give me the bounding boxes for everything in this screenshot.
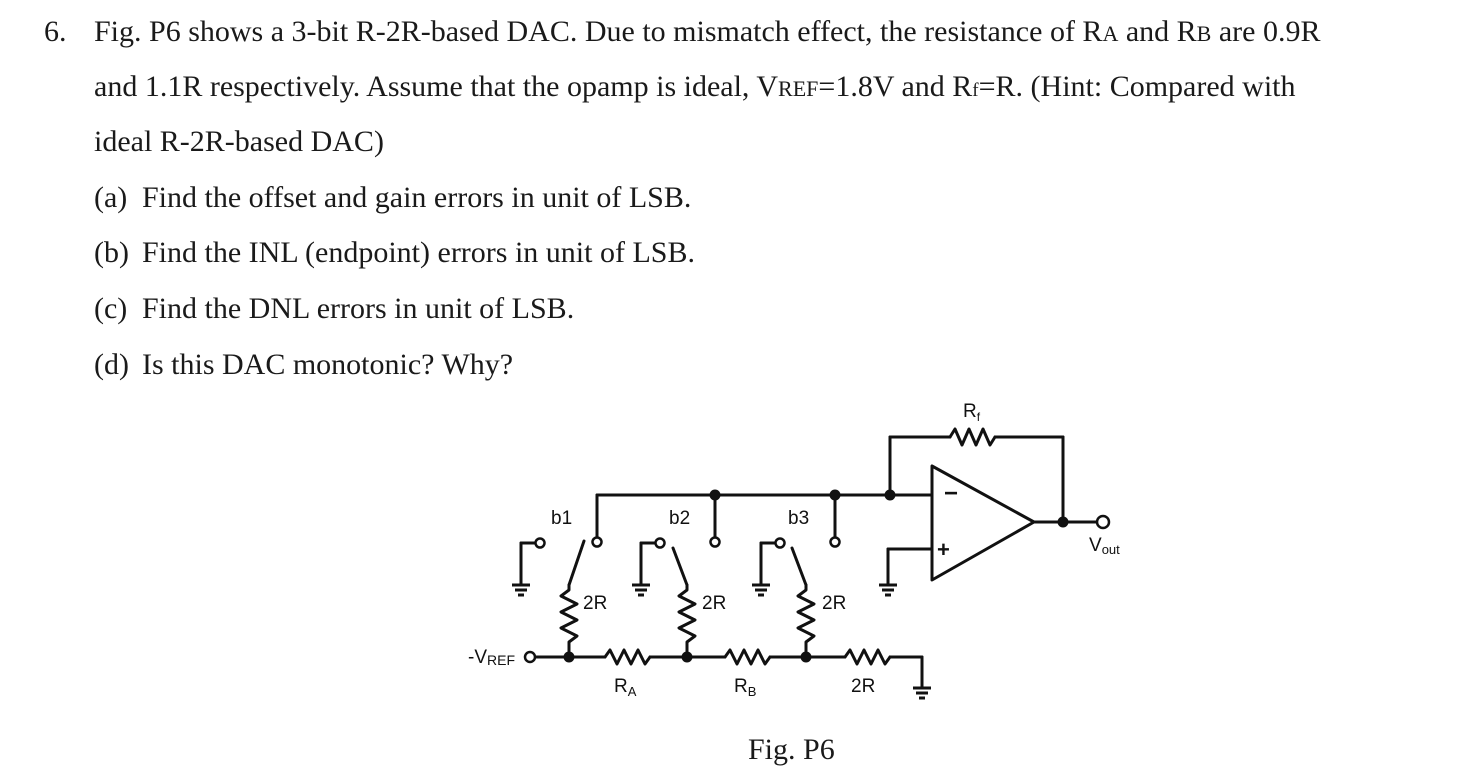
subscript-ref: REF (778, 76, 819, 101)
resistor-2r-3 (796, 583, 816, 659)
junction-dot (1057, 516, 1069, 528)
junction-dot (681, 651, 693, 663)
text: ideal R-2R-based DAC) (94, 125, 384, 158)
junction-dot (709, 489, 721, 501)
question-label: (b) (94, 236, 129, 269)
question-text: Find the DNL errors in unit of LSB. (142, 292, 575, 325)
problem-text-line-3: ideal R-2R-based DAC) (94, 124, 384, 160)
b2-ground-terminal (654, 537, 666, 549)
text: =1.8V and R (818, 70, 973, 103)
resistor-2r-2-label: 2R (702, 593, 726, 614)
opamp-minus-sign: − (944, 480, 958, 507)
question-b-text: Find the INL (endpoint) errors in unit o… (142, 235, 695, 271)
ra-resistor (603, 648, 652, 666)
question-a-text: Find the offset and gain errors in unit … (142, 180, 691, 216)
ground-icon (632, 583, 650, 597)
ground-icon (879, 583, 897, 597)
text: Fig. P6 shows a 3-bit R-2R-based DAC. Du… (94, 15, 1103, 48)
b1-ground-terminal (534, 537, 546, 549)
opamp-plus-sign: + (937, 537, 950, 562)
problem-line-1: 6. (44, 14, 67, 50)
vout-terminal (1095, 514, 1111, 530)
question-c: (c) (94, 291, 127, 327)
vref-label: -VREF (468, 647, 515, 668)
text: =R. (Hint: Compared with (978, 70, 1296, 103)
problem-text-line-1: Fig. P6 shows a 3-bit R-2R-based DAC. Du… (94, 14, 1321, 52)
problem-text-line-2: and 1.1R respectively. Assume that the o… (94, 69, 1296, 109)
b2-switch-blade (671, 546, 689, 587)
question-d: (d) (94, 347, 129, 383)
figure-caption: Fig. P6 (748, 733, 835, 766)
b1-label: b1 (551, 508, 572, 529)
resistor-2r-1 (559, 583, 579, 659)
rf-resistor (948, 427, 997, 447)
text: and 1.1R respectively. Assume that the o… (94, 70, 779, 103)
terminals (523, 514, 1111, 664)
vref-terminal (523, 650, 537, 664)
junction-dots (563, 489, 1069, 663)
question-label: (d) (94, 348, 129, 381)
b3-switch-blade (790, 546, 808, 587)
text: and R (1118, 15, 1197, 48)
junction-dot (563, 651, 575, 663)
subscript-b: B (1196, 21, 1212, 46)
b2-label: b2 (669, 508, 690, 529)
rb-resistor (723, 648, 772, 666)
junction-dot (884, 489, 896, 501)
ground-icon (512, 583, 530, 597)
question-b: (b) (94, 235, 129, 271)
r2-termination-resistor (843, 648, 892, 666)
ra-label: RA (614, 676, 637, 699)
vout-label: Vout (1089, 535, 1120, 557)
problem-number: 6. (44, 15, 67, 48)
b3-contact (829, 536, 841, 548)
rb-label: RB (734, 676, 756, 699)
question-text: Find the INL (endpoint) errors in unit o… (142, 236, 695, 269)
b1-switch-blade (567, 539, 586, 587)
resistor-2r-3-label: 2R (822, 593, 846, 614)
b3-ground-terminal (774, 537, 786, 549)
ground-symbols (512, 583, 931, 700)
question-label: (c) (94, 292, 128, 325)
question-c-text: Find the DNL errors in unit of LSB. (142, 291, 574, 327)
question-a: (a) (94, 180, 127, 216)
opamp-triangle (930, 464, 1036, 582)
rf-label: Rf (963, 401, 981, 424)
subscript-f: f (972, 80, 979, 101)
question-text: Is this DAC monotonic? Why? (142, 348, 514, 381)
b3-label: b3 (788, 508, 809, 529)
question-label: (a) (94, 181, 128, 214)
r2-termination-label: 2R (851, 676, 875, 697)
ground-icon (752, 583, 770, 597)
question-text: Find the offset and gain errors in unit … (142, 181, 692, 214)
ground-icon (913, 686, 931, 700)
subscript-a: A (1102, 21, 1119, 46)
resistor-2r-1-label: 2R (583, 593, 607, 614)
junction-dot (829, 489, 841, 501)
b2-contact (709, 536, 721, 548)
text: are 0.9R (1211, 15, 1321, 48)
resistor-2r-2 (677, 583, 697, 659)
junction-dot (800, 651, 812, 663)
question-d-text: Is this DAC monotonic? Why? (142, 347, 513, 383)
b1-contact (591, 536, 603, 548)
